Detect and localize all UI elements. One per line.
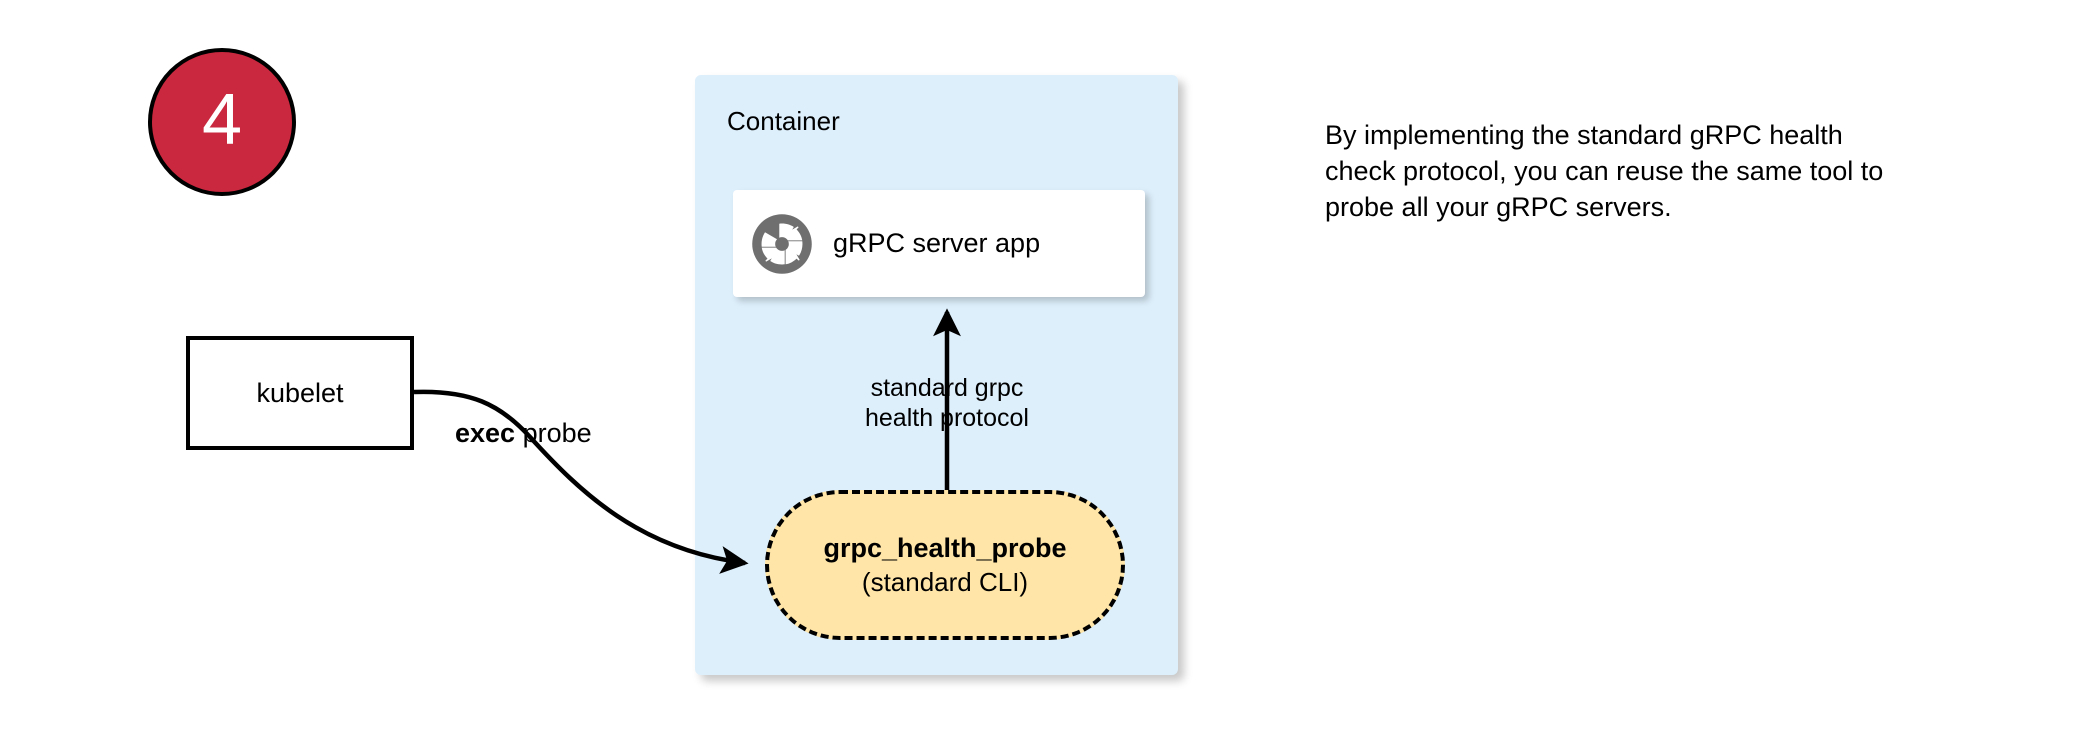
grpc-health-probe-box: grpc_health_probe (standard CLI)	[765, 490, 1125, 640]
exec-probe-bold-text: exec	[455, 418, 516, 448]
kubelet-label: kubelet	[256, 377, 344, 408]
side-note-text: By implementing the standard gRPC health…	[1325, 120, 1884, 222]
grpc-server-app-label: gRPC server app	[833, 228, 1041, 258]
kubelet-box: kubelet	[186, 336, 414, 450]
protocol-edge-label: standard grpc health protocol	[832, 374, 1062, 433]
grpc-aperture-logo-icon	[752, 213, 812, 274]
grpc-health-probe-subtitle: (standard CLI)	[861, 566, 1029, 597]
exec-probe-rest-text: probe	[515, 418, 592, 448]
exec-probe-edge-label: exec probe	[455, 420, 592, 447]
step-number-badge: 4	[148, 48, 296, 196]
protocol-edge-label-line2: health protocol	[864, 403, 1029, 432]
step-number-label: 4	[201, 80, 243, 160]
grpc-server-app-card: gRPC server app	[733, 190, 1145, 297]
grpc-health-probe-title: grpc_health_probe	[823, 533, 1067, 564]
container-label: Container	[727, 106, 840, 136]
protocol-edge-label-line1: standard grpc	[870, 374, 1024, 402]
